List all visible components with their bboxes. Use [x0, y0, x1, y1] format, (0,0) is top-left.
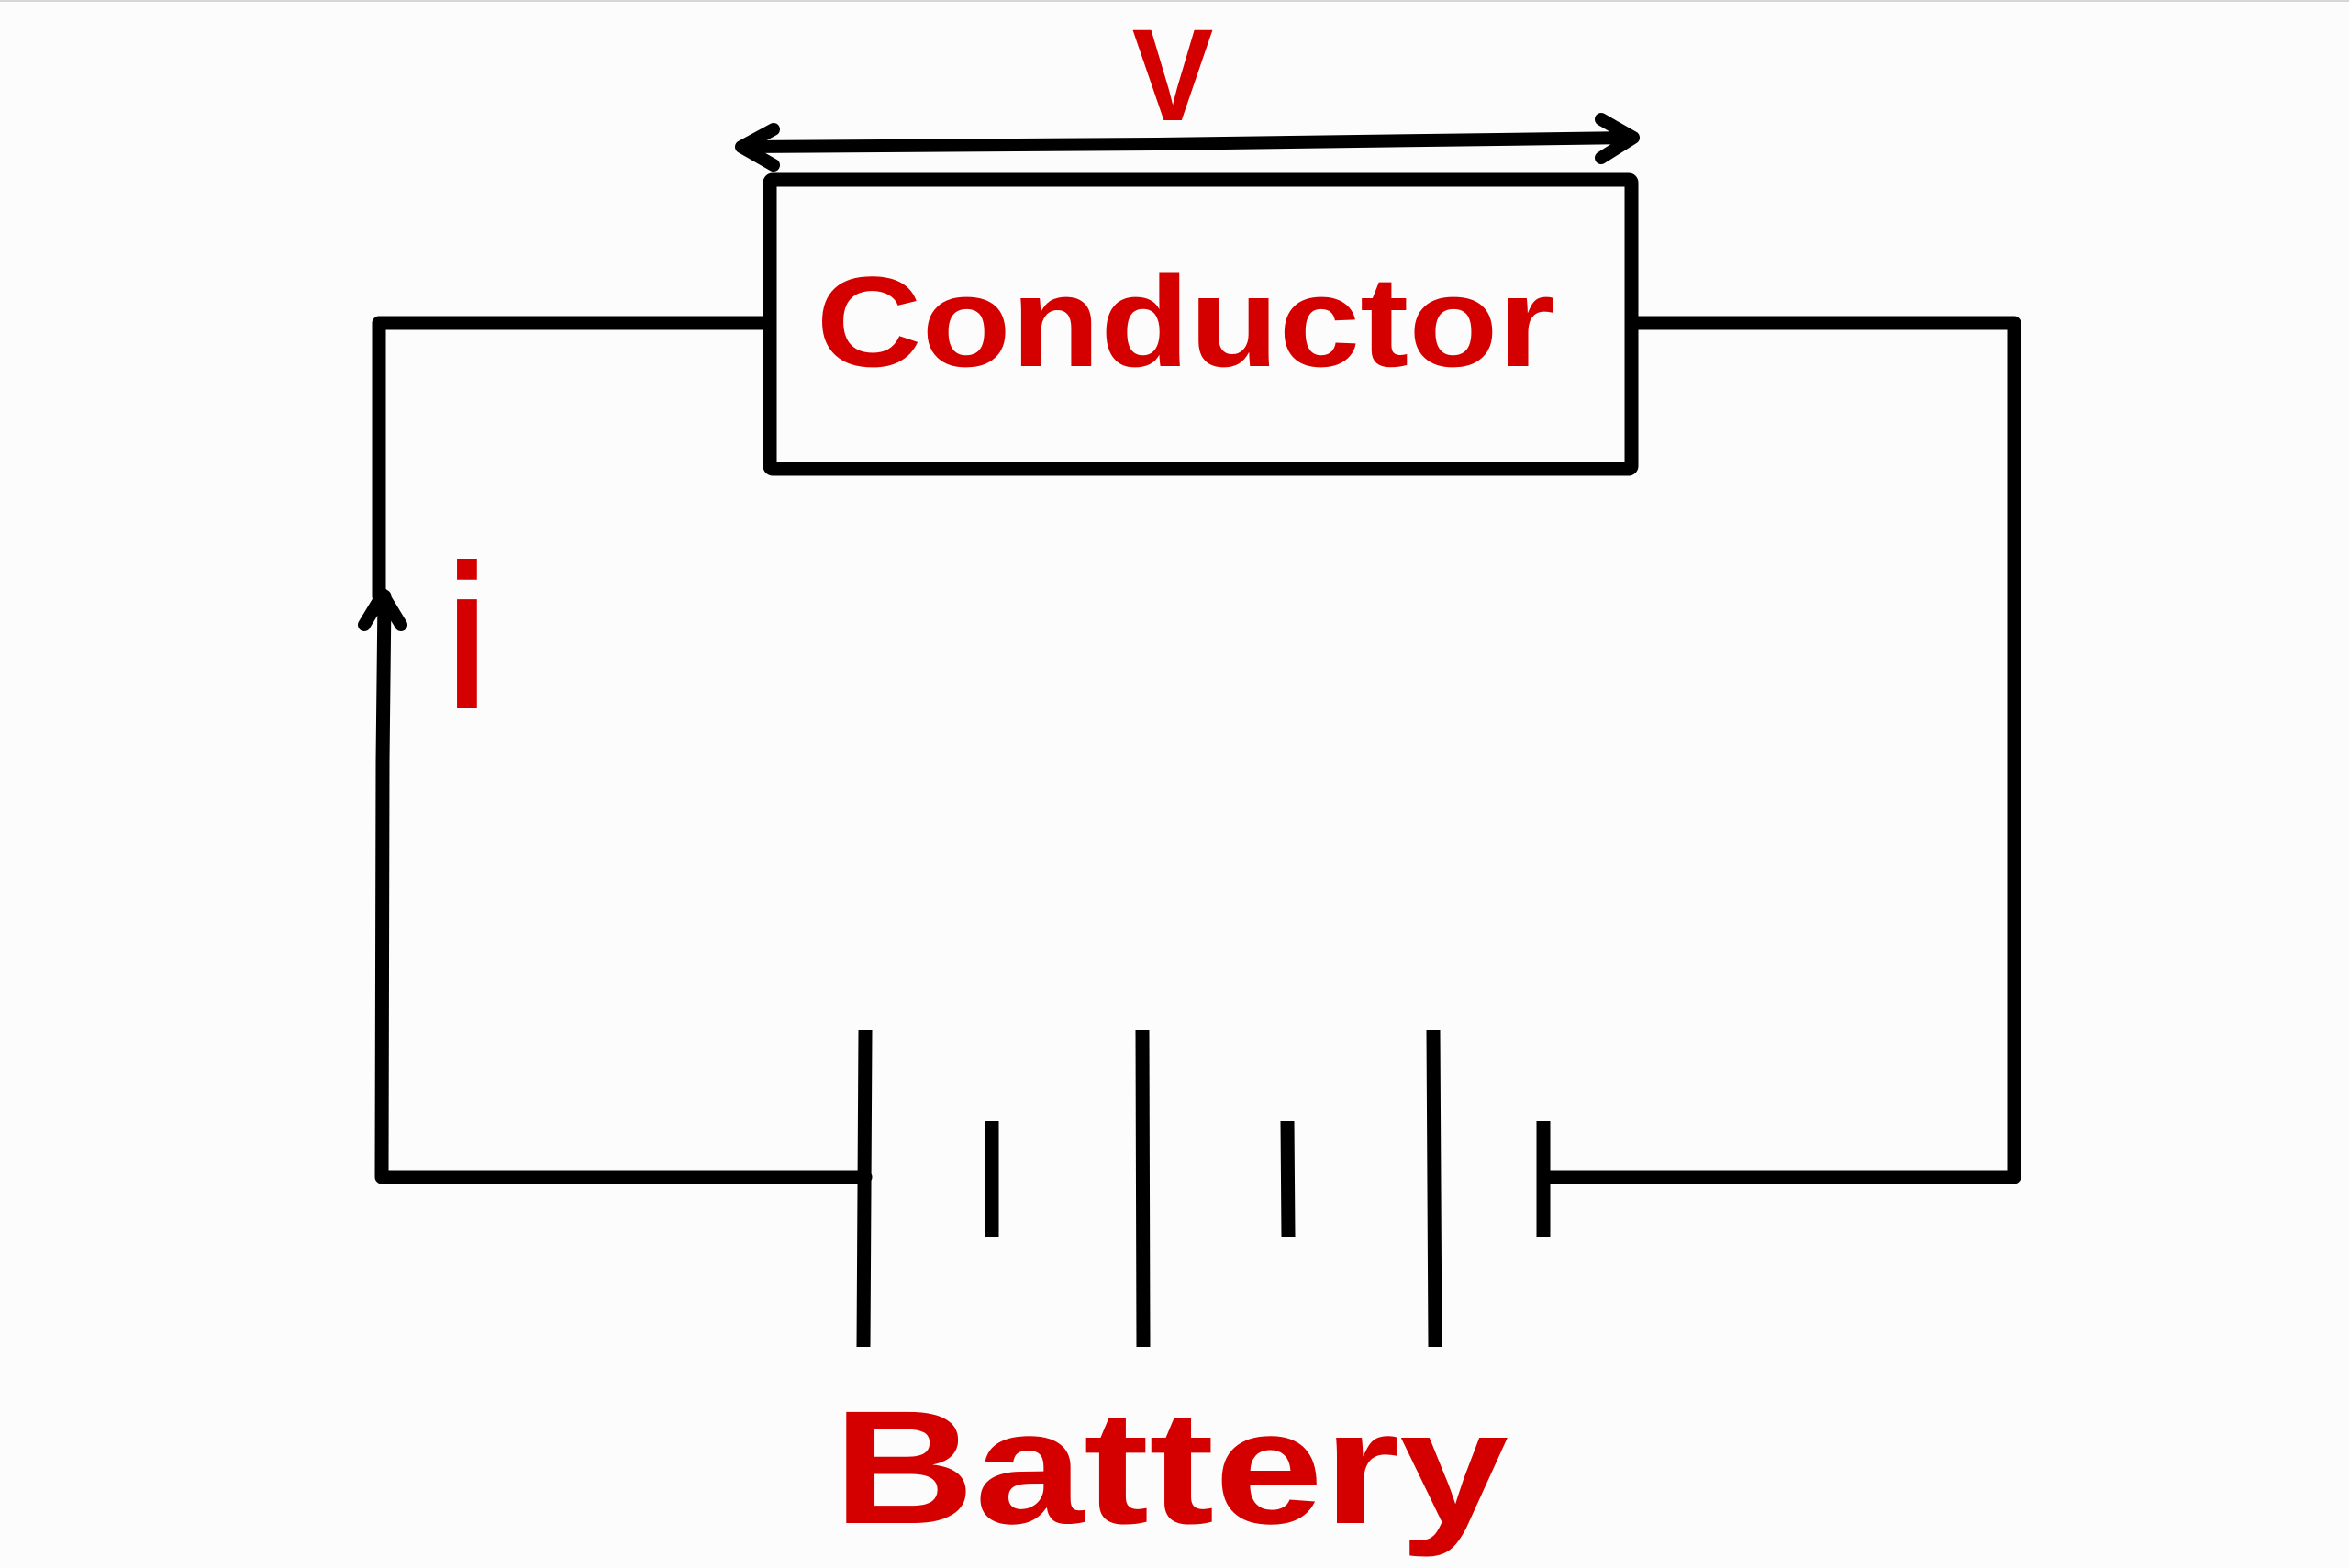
- battery-plate-long-1: [856, 1029, 873, 1348]
- wire-left-lower: [374, 589, 873, 1184]
- voltage-arrow: [735, 113, 1640, 172]
- voltage-arrow-right-head: [1595, 113, 1640, 164]
- wire-right: [1536, 316, 2021, 1184]
- battery-label: Battery: [833, 1378, 1508, 1558]
- current-label-text: i: [447, 521, 487, 752]
- top-border: [0, 0, 2349, 2]
- battery-plate-long-3: [1426, 1029, 1442, 1348]
- battery-plate-long-2: [1135, 1029, 1151, 1348]
- conductor-label: Conductor: [817, 250, 1555, 394]
- wire-left: [372, 316, 777, 604]
- voltage-arrow-left-head: [735, 123, 780, 172]
- battery-plate-short-2: [1280, 1120, 1296, 1238]
- battery-symbol: [856, 1029, 1551, 1348]
- voltage-label: V: [1132, 3, 1214, 149]
- current-arrow-icon: [358, 588, 407, 631]
- current-label: i: [447, 521, 487, 752]
- voltage-arrow-shaft: [737, 131, 1638, 153]
